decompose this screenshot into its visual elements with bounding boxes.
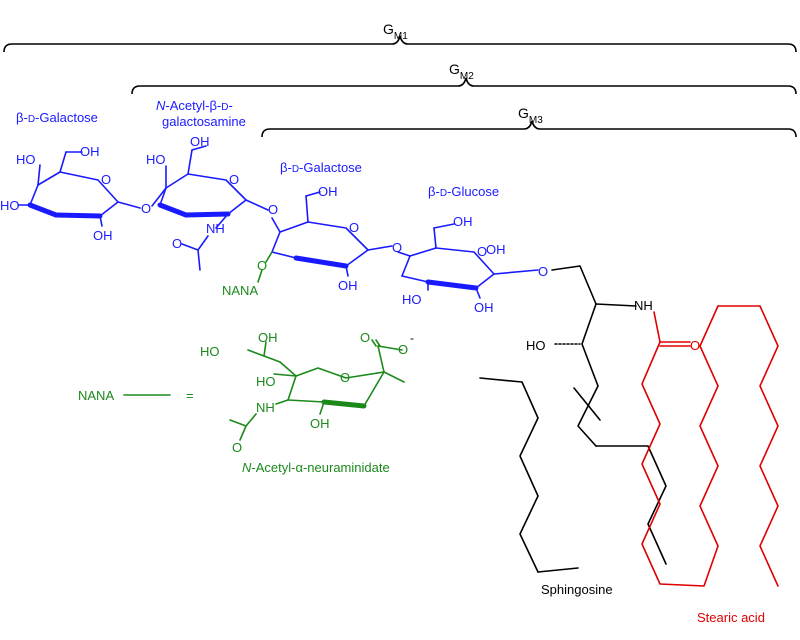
atom-o-ring: O xyxy=(340,370,350,385)
atom-oh: OH xyxy=(474,300,494,315)
atom-o-ring: O xyxy=(477,244,487,259)
atom-ho: HO xyxy=(146,152,166,167)
galnac-label-line2: galactosamine xyxy=(162,114,246,129)
gm1-bracket: GM1 xyxy=(3,21,797,53)
gm3-bracket: GM3 xyxy=(261,105,797,138)
galnac-ring xyxy=(151,145,269,271)
atom-o-ring: O xyxy=(229,172,239,187)
atom-o-carboxylate: O xyxy=(360,330,370,345)
gm2-label: GM2 xyxy=(449,61,474,82)
glucose-label: β-D-Glucose xyxy=(428,184,499,199)
atom-oh: OH xyxy=(310,416,330,431)
atom-ho: HO xyxy=(16,152,36,167)
atom-o-ring: O xyxy=(101,172,111,187)
atom-ho: HO xyxy=(402,292,422,307)
sphingosine-chain xyxy=(479,265,667,573)
atom-nh: NH xyxy=(634,298,653,313)
atom-o-carbonyl: O xyxy=(232,440,242,455)
atom-oh: OH xyxy=(486,242,506,257)
glucose-ring xyxy=(397,223,539,299)
gm2-bracket: GM2 xyxy=(131,61,797,95)
atom-ho: HO xyxy=(0,198,20,213)
atom-o-glycosidic: O xyxy=(392,240,402,255)
sphingosine-label: Sphingosine xyxy=(541,582,613,597)
atom-o-glycosidic: O xyxy=(141,201,151,216)
atom-o-glycosidic: O xyxy=(538,264,548,279)
nana-equals-sign: = xyxy=(186,388,194,403)
atom-ho: HO xyxy=(256,374,276,389)
atom-oh: OH xyxy=(453,214,473,229)
atom-nh: NH xyxy=(206,221,225,236)
atom-nh: NH xyxy=(256,400,275,415)
stearic-acid-chain xyxy=(641,305,779,587)
atom-oh: OH xyxy=(258,330,278,345)
nana-abbr-definition: NANA xyxy=(78,388,114,403)
stearic-acid-label: Stearic acid xyxy=(697,610,765,625)
atom-ho: HO xyxy=(526,338,546,353)
atom-o-amide: O xyxy=(690,338,700,353)
atom-ho: HO xyxy=(200,344,220,359)
atom-o-nana-link: O xyxy=(257,258,267,273)
atom-o-carboxylate: O xyxy=(398,342,408,357)
atom-oh: OH xyxy=(80,144,100,159)
gm3-label: GM3 xyxy=(518,105,543,126)
atom-o-glycosidic: O xyxy=(268,202,278,217)
atom-oh: OH xyxy=(93,228,113,243)
galactose-inner-label: β-D-Galactose xyxy=(280,160,362,175)
atom-oh: OH xyxy=(318,184,338,199)
atom-oh: OH xyxy=(190,134,210,149)
atom-o-ring: O xyxy=(349,220,359,235)
nana-charge: - xyxy=(410,331,414,345)
galactose-inner-ring xyxy=(257,191,393,283)
atom-o-carbonyl: O xyxy=(172,236,182,251)
nana-full-name: N-Acetyl-α-neuraminidate xyxy=(242,460,390,475)
nana-ring xyxy=(229,339,405,441)
atom-oh: OH xyxy=(338,278,358,293)
galnac-label-line1: N-Acetyl-β-D- xyxy=(156,98,233,113)
galactose-terminal-ring xyxy=(17,151,141,227)
nana-abbr-attached: NANA xyxy=(222,283,258,298)
gm1-label: GM1 xyxy=(383,21,408,42)
galactose-terminal-label: β-D-Galactose xyxy=(16,110,98,125)
